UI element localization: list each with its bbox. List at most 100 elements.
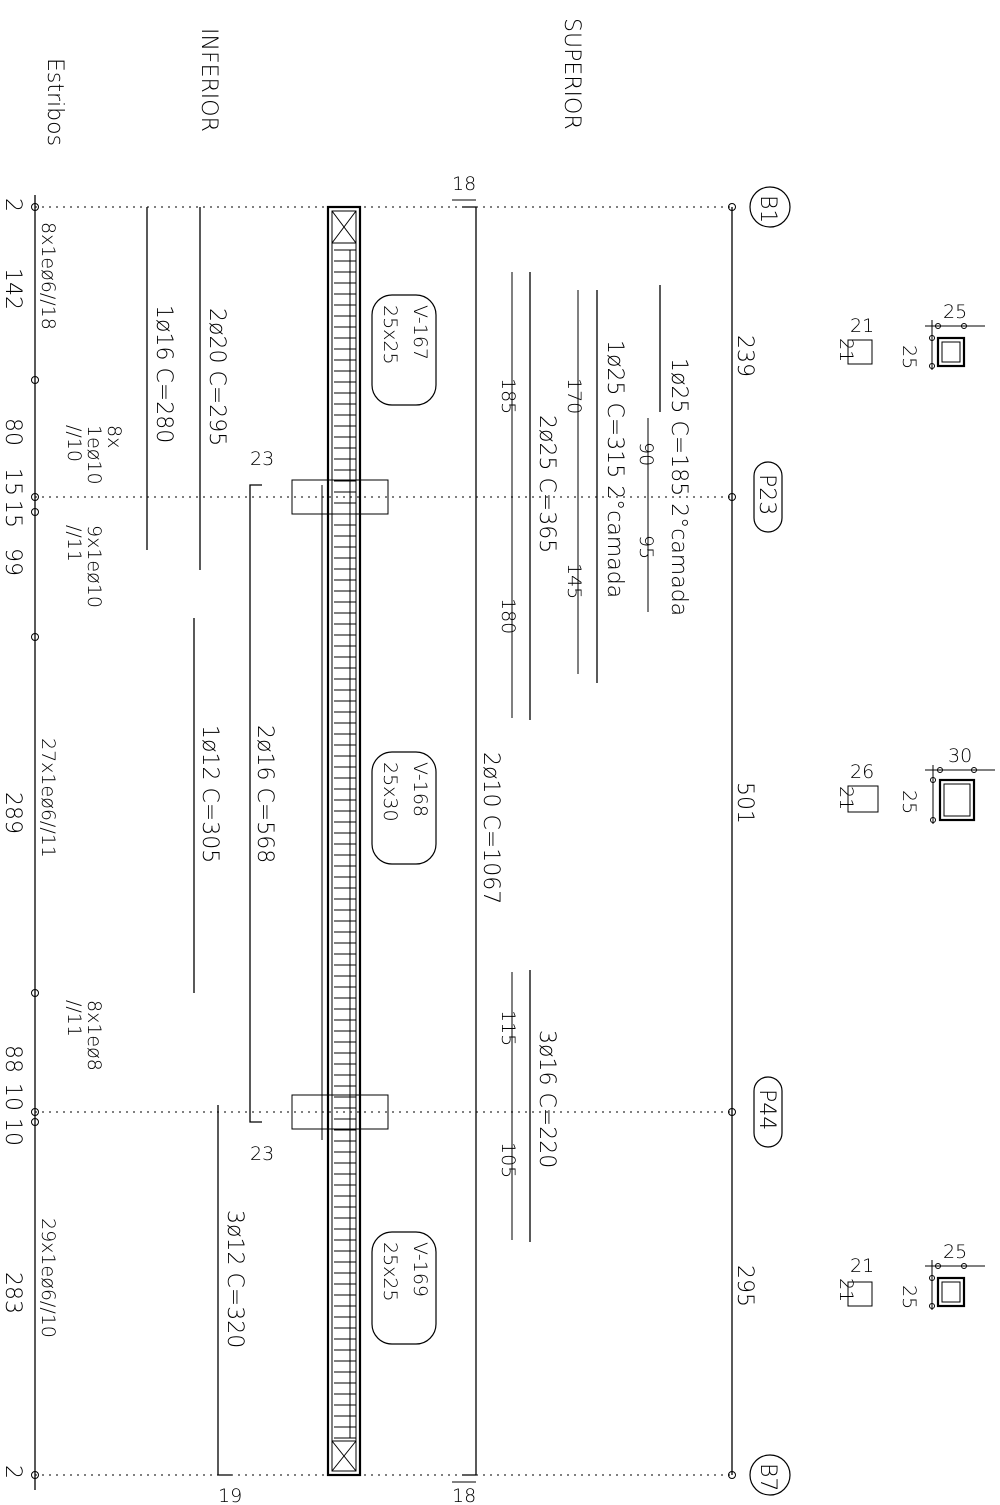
dimension-tick [31, 633, 39, 641]
stirrup-dimension-ticks [31, 203, 39, 1479]
support-b1: B1 [749, 186, 791, 228]
bottom-bar-1: 2ø20 C=295 [199, 207, 229, 570]
dimension-tick [31, 1118, 39, 1126]
stirrup-len: 10 [0, 1083, 25, 1111]
svg-text:25x25: 25x25 [379, 1242, 401, 1302]
svg-text:2ø16 C=568: 2ø16 C=568 [252, 725, 277, 863]
header-superior: SUPERIOR [559, 18, 584, 130]
span-tick [728, 1471, 736, 1479]
svg-text:B1: B1 [755, 195, 780, 223]
svg-text:P23: P23 [754, 474, 779, 515]
dimension-tick [31, 376, 39, 384]
top-bar-1: 1ø25 C=185 2°camada 90 95 [635, 285, 691, 616]
svg-text:21: 21 [850, 1255, 874, 1277]
bottom-bar-4: 1ø12 C=305 [193, 618, 222, 993]
stirrup-len: 2 [0, 198, 25, 212]
svg-text:V-167: V-167 [409, 305, 431, 360]
svg-text:23: 23 [250, 448, 274, 470]
svg-text:3ø12 C=320: 3ø12 C=320 [222, 1210, 247, 1348]
span-length-2: 501 [732, 782, 757, 824]
svg-text:30: 30 [948, 745, 972, 767]
span-tick [728, 203, 736, 211]
cross-section-1: 21 21 25 25 [835, 301, 985, 370]
bottom-bar-5: 3ø12 C=320 19 [217, 1105, 247, 1505]
svg-text:25: 25 [898, 1285, 920, 1309]
beam-elevation [291, 205, 389, 1477]
svg-text:V-168: V-168 [409, 762, 431, 817]
stirrup-group: 27x1eø6//11 [37, 738, 59, 858]
header-estribos: Estribos [42, 58, 67, 146]
svg-text:8x1eø8: 8x1eø8 [83, 1000, 105, 1071]
top-bar-4: 3ø16 C=220 115 105 [497, 970, 559, 1242]
span-tick [728, 1108, 736, 1116]
svg-text:25x25: 25x25 [379, 305, 401, 365]
svg-text:2ø25 C=365: 2ø25 C=365 [534, 415, 559, 553]
svg-text:18: 18 [452, 173, 476, 195]
stirrup-len: 15 [0, 500, 25, 528]
top-bar-3: 2ø25 C=365 185 180 [497, 272, 559, 720]
svg-text:1ø25 C=185 2°camada: 1ø25 C=185 2°camada [666, 358, 691, 616]
svg-text:B7: B7 [755, 1463, 780, 1491]
svg-text:1ø12 C=305: 1ø12 C=305 [197, 725, 222, 863]
svg-text:P44: P44 [754, 1089, 779, 1130]
svg-text:95: 95 [635, 535, 657, 559]
beam-label-v168: V-168 25x30 [371, 751, 437, 865]
bottom-bar-3: 2ø16 C=568 23 23 [249, 448, 277, 1165]
stirrup-len: 142 [0, 268, 25, 310]
svg-text:21: 21 [835, 786, 857, 810]
beam-label-v167: V-167 25x25 [371, 294, 437, 406]
svg-text:3ø16 C=220: 3ø16 C=220 [534, 1030, 559, 1168]
stirrup-len: 15 [0, 468, 25, 496]
svg-text:18: 18 [452, 1485, 476, 1505]
stirrup-len: 289 [0, 792, 25, 834]
svg-text:21: 21 [835, 338, 857, 362]
cross-section-3: 21 21 25 25 [835, 1241, 985, 1310]
stirrup-len: 80 [0, 418, 25, 446]
svg-text:26: 26 [850, 761, 874, 783]
svg-text:V-169: V-169 [409, 1242, 431, 1297]
svg-text:9x1eø10: 9x1eø10 [83, 525, 105, 608]
svg-text:21: 21 [835, 1278, 857, 1302]
span-tick [728, 493, 736, 501]
bottom-bar-2: 1ø16 C=280 [146, 207, 176, 550]
svg-text:21: 21 [850, 315, 874, 337]
stirrup-group: 29x1eø6//10 [37, 1218, 59, 1338]
svg-text:90: 90 [635, 442, 657, 466]
dimension-tick [31, 508, 39, 516]
dimension-tick [31, 989, 39, 997]
svg-text://10: //10 [63, 425, 85, 462]
header-inferior: INFERIOR [196, 28, 221, 132]
top-bar-2: 1ø25 C=315 2°camada 170 145 [563, 290, 627, 683]
svg-text://11: //11 [63, 1000, 85, 1037]
support-p44: P44 [753, 1076, 783, 1148]
dimension-tick [31, 493, 39, 501]
stirrup-ticks [334, 249, 356, 1439]
support-b7: B7 [749, 1454, 791, 1496]
svg-text:185: 185 [497, 378, 519, 414]
dimension-tick [31, 203, 39, 211]
top-bar-continuous: 2ø10 C=1067 18 18 [452, 173, 503, 1505]
dimension-tick [31, 1108, 39, 1116]
svg-text:115: 115 [497, 1010, 519, 1046]
stirrup-len: 10 [0, 1118, 25, 1146]
svg-text:105: 105 [497, 1142, 519, 1178]
svg-text:145: 145 [563, 563, 585, 599]
svg-text:19: 19 [218, 1485, 242, 1505]
dimension-tick [31, 1471, 39, 1479]
svg-text:1ø25 C=315 2°camada: 1ø25 C=315 2°camada [602, 340, 627, 598]
svg-text:25: 25 [898, 790, 920, 814]
svg-text:25: 25 [898, 345, 920, 369]
svg-text://11: //11 [63, 525, 85, 562]
cross-section-2: 21 26 30 25 [835, 745, 995, 824]
support-p23: P23 [753, 461, 783, 533]
svg-text:1ø16 C=280: 1ø16 C=280 [151, 305, 176, 443]
svg-text:180: 180 [497, 598, 519, 634]
svg-text:8x: 8x [103, 425, 125, 448]
span-length-3: 295 [732, 1265, 757, 1307]
svg-text:23: 23 [250, 1143, 274, 1165]
svg-text:25: 25 [943, 301, 967, 323]
stirrup-len: 99 [0, 548, 25, 576]
